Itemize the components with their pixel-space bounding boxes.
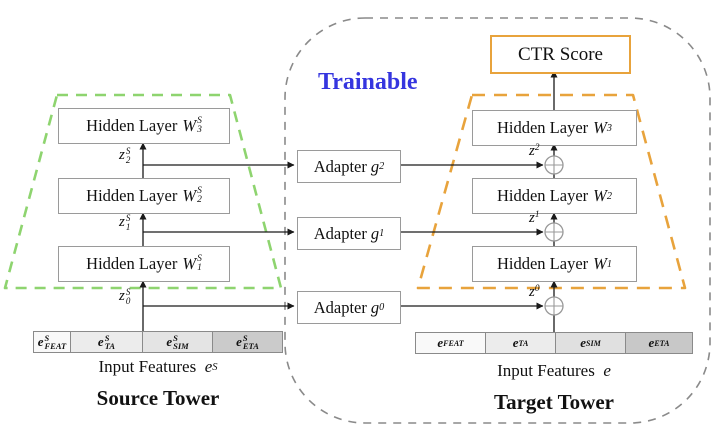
ctr-score-box: CTR Score — [490, 35, 631, 74]
hidden-layer-label: Hidden Layer — [86, 186, 178, 205]
hidden-layer-label: Hidden Layer — [496, 254, 589, 273]
hidden-layer-label: Hidden Layer — [496, 186, 589, 205]
hidden-layer-label: Hidden Layer — [496, 118, 589, 137]
adapter-label: Adapter — [313, 223, 367, 243]
e-symbol: e — [603, 361, 611, 380]
ctr-score-label: CTR Score — [518, 43, 603, 65]
source-trapezoid-outline — [3, 93, 283, 290]
hidden-layer-label: Hidden Layer — [86, 254, 178, 273]
adapter-label: Adapter — [313, 297, 367, 317]
hidden-layer-label: Hidden Layer — [86, 116, 178, 135]
target-input-caption: Input Features e — [497, 361, 611, 380]
source-tower-title: Source Tower — [96, 386, 220, 410]
adapter-label: Adapter — [313, 156, 367, 176]
target-trapezoid-outline — [416, 93, 687, 290]
trainable-label: Trainable — [318, 69, 418, 95]
merge-plus-circle-z2 — [544, 155, 564, 175]
merge-plus-circle-z1 — [544, 222, 564, 242]
target-tower-title: Target Tower — [494, 390, 614, 414]
trainable-region-outline — [284, 17, 711, 424]
merge-plus-circle-z0 — [544, 296, 564, 316]
